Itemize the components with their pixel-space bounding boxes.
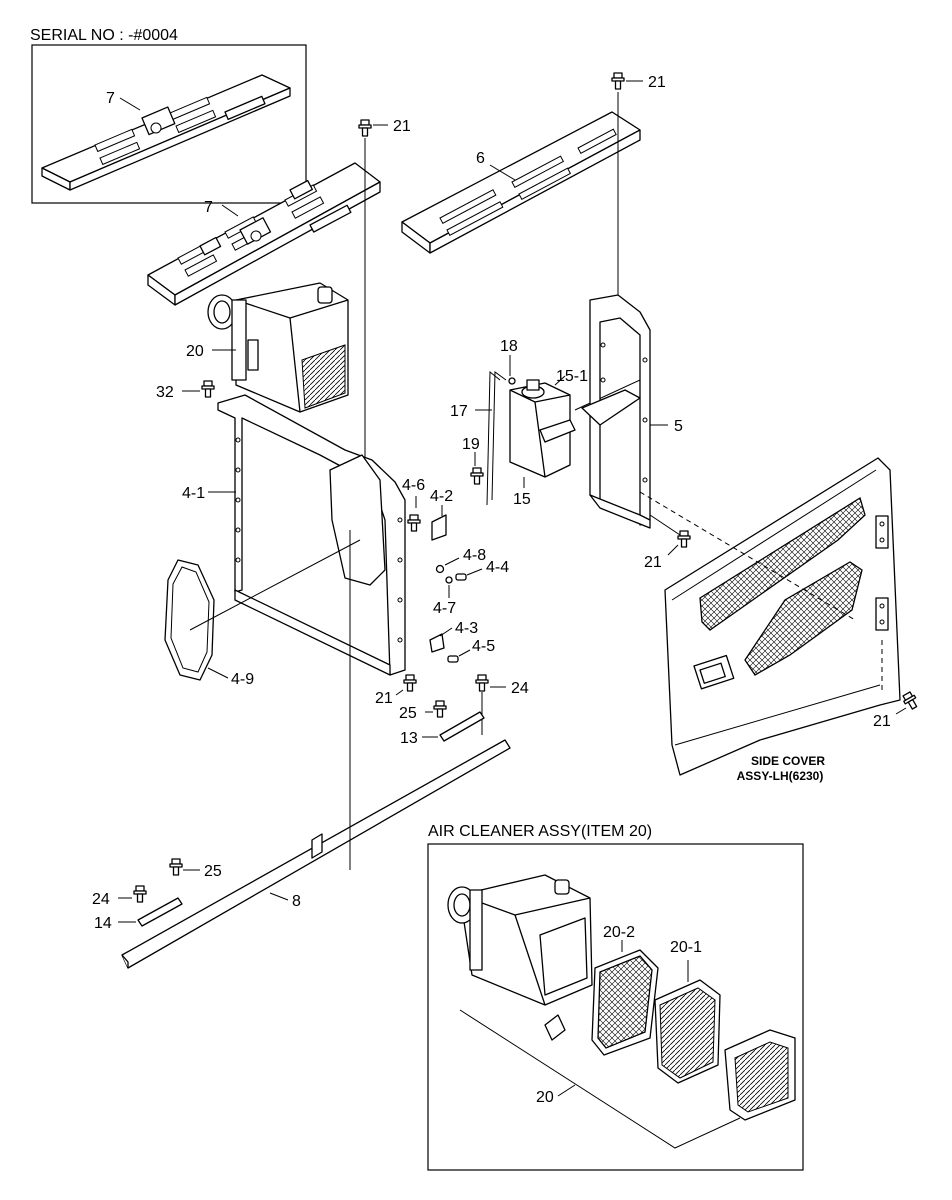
callout-24-b: 24 xyxy=(92,891,110,908)
bolt-21-icon xyxy=(358,119,372,137)
callout-4-3: 4-3 xyxy=(455,620,478,637)
bolt-21-icon xyxy=(900,690,921,712)
screw-4-4-icon xyxy=(455,573,467,581)
item-8-rod xyxy=(121,739,511,969)
callout-14: 14 xyxy=(94,915,112,932)
bolt-4-6-icon xyxy=(407,514,421,532)
bolt-24-icon xyxy=(133,885,147,903)
hose-17-outline xyxy=(486,370,501,506)
leader-4-4 xyxy=(466,568,483,576)
callout-15: 15 xyxy=(513,491,531,508)
hose-17 xyxy=(491,371,507,501)
inset-air-cleaner-housing xyxy=(447,874,593,1041)
bolt-32-icon xyxy=(201,380,215,398)
bracket-4-3-icon xyxy=(429,633,445,653)
callout-21-e: 21 xyxy=(873,713,891,730)
leader-7-main xyxy=(221,204,239,217)
callout-17: 17 xyxy=(450,403,468,420)
leader-7-inset xyxy=(119,97,141,111)
bolt-25-icon xyxy=(169,858,183,876)
leader-8 xyxy=(269,892,289,901)
leader-21-c xyxy=(395,689,404,696)
item-20-air-cleaner xyxy=(207,282,349,413)
callout-4-5: 4-5 xyxy=(472,638,495,655)
item-7-inset-plate xyxy=(41,74,291,191)
leader-21-d xyxy=(667,544,679,556)
item-15-reservoir xyxy=(509,379,576,478)
side-cover-caption-line1: SIDE COVER xyxy=(751,754,825,768)
callout-4-1: 4-1 xyxy=(182,485,205,502)
leader-4-3 xyxy=(439,627,453,637)
bolt-21-icon xyxy=(611,72,625,90)
callout-20-1: 20-1 xyxy=(670,939,702,956)
callout-4-6: 4-6 xyxy=(402,477,425,494)
callout-21-a: 21 xyxy=(393,118,411,135)
inset-assembly-bracket-line xyxy=(459,1009,741,1149)
washer-4-8-icon xyxy=(435,564,445,574)
leader-4-9 xyxy=(207,667,229,679)
axis-line-21-d xyxy=(649,514,681,536)
clamp-18-icon xyxy=(508,377,516,385)
side-cover-caption-line2: ASSY-LH(6230) xyxy=(737,769,824,783)
callout-4-2: 4-2 xyxy=(430,488,453,505)
item-5-bracket xyxy=(581,294,651,529)
callout-4-8: 4-8 xyxy=(463,547,486,564)
callout-8: 8 xyxy=(292,893,301,910)
bolt-21-icon xyxy=(677,530,691,548)
callout-21-c: 21 xyxy=(375,690,393,707)
leader-20-inset xyxy=(557,1084,576,1097)
leader-15-1 xyxy=(554,375,566,386)
callout-19: 19 xyxy=(462,436,480,453)
side-cover-assy-lh xyxy=(664,457,901,776)
item-7-plate xyxy=(147,162,381,306)
callout-4-7: 4-7 xyxy=(433,600,456,617)
leader-6 xyxy=(489,164,516,181)
clamp-13-icon xyxy=(439,711,485,742)
leader-4-8 xyxy=(444,557,460,566)
callout-20: 20 xyxy=(186,343,204,360)
callout-25-b: 25 xyxy=(204,863,222,880)
callout-7-main: 7 xyxy=(204,199,213,216)
callout-21-b: 21 xyxy=(648,74,666,91)
item-4-9-seal xyxy=(164,559,215,681)
item-4-1-frame xyxy=(217,394,406,676)
bolt-25-icon xyxy=(433,700,447,718)
callout-5: 5 xyxy=(674,418,683,435)
bolt-19-icon xyxy=(470,467,484,485)
axis-line-15-5 xyxy=(574,379,641,411)
callout-18: 18 xyxy=(500,338,518,355)
callout-32: 32 xyxy=(156,384,174,401)
serial-inset-frame xyxy=(31,44,307,204)
inset-item-20-2-prefilter xyxy=(591,949,659,1056)
callout-20-2: 20-2 xyxy=(603,924,635,941)
inset-item-20-1-element xyxy=(654,979,721,1084)
leader-21-e xyxy=(895,707,907,715)
leader-4-5 xyxy=(458,649,471,657)
callout-7-inset: 7 xyxy=(106,90,115,107)
axis-line-side-cover xyxy=(639,491,856,621)
air-cleaner-inset-frame xyxy=(427,843,804,1171)
callout-25-a: 25 xyxy=(399,705,417,722)
callout-21-d: 21 xyxy=(644,554,662,571)
callout-13: 13 xyxy=(400,730,418,747)
item-6-plate xyxy=(401,111,641,254)
clamp-14-icon xyxy=(137,897,183,927)
callout-4-9: 4-9 xyxy=(231,671,254,688)
bolt-21-icon xyxy=(403,674,417,692)
callout-6: 6 xyxy=(476,150,485,167)
screw-4-5-icon xyxy=(447,655,459,663)
axis-line-4-9 xyxy=(189,539,361,631)
callout-15-1: 15-1 xyxy=(556,368,588,385)
callout-20-inset: 20 xyxy=(536,1089,554,1106)
callout-24-a: 24 xyxy=(511,680,529,697)
air-cleaner-inset-title: AIR CLEANER ASSY(ITEM 20) xyxy=(428,823,652,840)
callout-4-4: 4-4 xyxy=(486,559,509,576)
bracket-4-2-icon xyxy=(431,514,447,541)
serial-number-note: SERIAL NO : -#0004 xyxy=(30,27,178,44)
inset-cover-plate xyxy=(724,1029,796,1121)
bolt-24-icon xyxy=(475,674,489,692)
nut-4-7-icon xyxy=(445,576,453,584)
